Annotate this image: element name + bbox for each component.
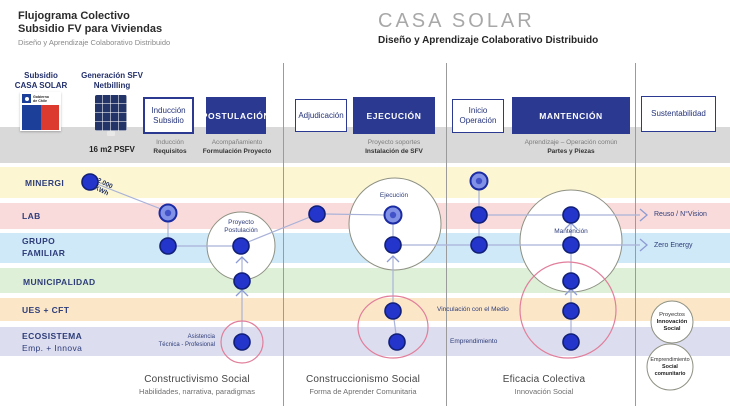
node-grupo-p2 xyxy=(384,236,402,254)
node-municipalidad-p1 xyxy=(233,272,251,290)
node-grupo-p3 xyxy=(470,236,488,254)
footer-phase-3: Eficacia Colectiva Innovación Social xyxy=(502,374,586,396)
title-line2: Subsidio FV para Viviendas xyxy=(18,23,163,35)
node-ues-p2 xyxy=(384,302,402,320)
lane-label-minergi: MINERGI xyxy=(25,178,65,188)
node-lab-p2 xyxy=(308,205,326,223)
emprendimiento-bubble xyxy=(646,343,694,391)
sustentabilidad-box: Sustentabilidad xyxy=(641,96,716,132)
panel-caption: 16 m2 PSFV xyxy=(89,145,135,154)
node-mantencion-lab xyxy=(562,206,580,224)
generacion-column-title: Generación SFV Netbilling xyxy=(81,71,143,90)
subsidio-column-title: Subsidio CASA SOLAR xyxy=(14,71,68,90)
light-nodes xyxy=(158,171,489,225)
solar-panel-icon xyxy=(95,95,127,131)
node-grupo-p1 xyxy=(159,237,177,255)
lane-label-ues-cft: UES + CFT xyxy=(22,305,70,315)
title-subtitle: Diseño y Aprendizaje Colaborativo Distri… xyxy=(18,38,171,47)
node-ecosistema-p2 xyxy=(388,333,406,351)
postulacion-box: POSTULACIÓN xyxy=(202,97,270,134)
actor-nodes xyxy=(81,173,580,351)
node-ecosistema-p3 xyxy=(562,333,580,351)
mantencion-box: MANTENCIÓN xyxy=(512,97,630,134)
phase-divider-1 xyxy=(283,63,284,406)
node-mantencion-grupo xyxy=(562,236,580,254)
brand-block: CASA SOLAR Diseño y Aprendizaje Colabora… xyxy=(378,10,598,46)
title-block: Flujograma Colectivo Subsidio FV para Vi… xyxy=(18,10,170,47)
brand-title: CASA SOLAR xyxy=(378,10,535,32)
pink-highlight-circles xyxy=(220,261,617,364)
proyectos-bubble xyxy=(650,300,694,344)
node-ues-p3 xyxy=(562,302,580,320)
emprendimiento-label: Emprendimiento xyxy=(450,338,498,345)
outcome-zero-energy: Zero Energy xyxy=(654,242,693,249)
solar-panel-stand xyxy=(107,131,115,136)
eficacia-pink-circle xyxy=(519,261,617,359)
mantencion-label: Mantención xyxy=(554,228,588,235)
outcome-bubbles xyxy=(646,300,694,391)
title-line1: Flujograma Colectivo xyxy=(18,10,130,22)
phase-divider-2 xyxy=(446,63,447,406)
node-ecosistema-p1 xyxy=(233,333,251,351)
node-lab-p3 xyxy=(470,206,488,224)
vinculacion-pink-circle xyxy=(357,295,429,359)
brand-subtitle: Diseño y Aprendizaje Colaborativo Distri… xyxy=(378,35,599,46)
lane-label-lab: LAB xyxy=(22,211,41,221)
node-minergi-p1 xyxy=(81,173,99,191)
chile-emblem-icon xyxy=(22,94,31,103)
node-municipalidad-p3 xyxy=(562,272,580,290)
gobierno-de-chile-logo: Gobierno de Chile xyxy=(20,92,61,131)
lane-label-municipalidad: MUNICIPALIDAD xyxy=(23,277,96,287)
footer-phase-1: Constructivismo Social Habilidades, narr… xyxy=(139,374,255,396)
phase-divider-3 xyxy=(635,63,636,406)
adjudicacion-box: Adjudicación xyxy=(295,99,347,132)
outcome-reuso: Reuso / N°Vision xyxy=(654,211,707,218)
asistencia-pink-circle xyxy=(220,320,264,364)
ejecucion-label: Ejecución xyxy=(379,192,409,199)
footer-phase-2: Construccionismo Social Forma de Aprende… xyxy=(305,374,421,396)
logo-text: Gobierno de Chile xyxy=(33,94,49,103)
node-proyecto-postulacion xyxy=(232,237,250,255)
lane-ecosistema xyxy=(0,327,730,356)
ejecucion-box: EJECUCIÓN xyxy=(353,97,435,134)
lane-ues-cft xyxy=(0,298,730,321)
vinculacion-label: Vinculación con el Medio xyxy=(437,306,509,313)
